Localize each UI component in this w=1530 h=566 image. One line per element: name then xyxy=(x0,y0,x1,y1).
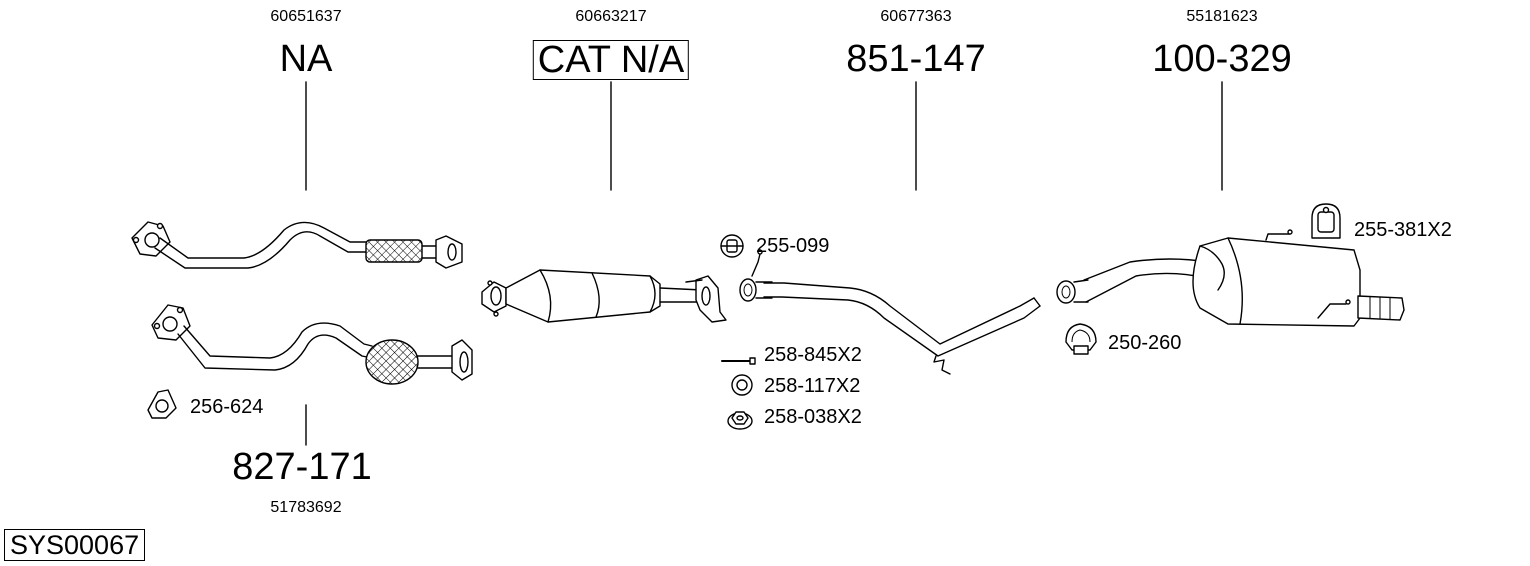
part-number-alt-front-pipe: 827-171 xyxy=(232,446,372,488)
oe-number-middle-pipe: 60677363 xyxy=(880,8,952,25)
oe-number-alt-front-pipe: 51783692 xyxy=(270,499,342,516)
clamp-icon xyxy=(1065,323,1097,355)
catalyst-drawing xyxy=(481,269,727,323)
part-number-front-pipe: NA xyxy=(279,38,333,80)
oe-number-catalyst: 60663217 xyxy=(575,8,647,25)
gasket-icon-256-624 xyxy=(147,389,177,419)
hanger-icon-255-381 xyxy=(1311,203,1341,239)
accessory-label-gasket-triangular: 256-624 xyxy=(190,396,264,418)
leader-lines xyxy=(305,81,1223,446)
oe-number-rear-silencer: 55181623 xyxy=(1186,8,1258,25)
accessory-label-clamp: 250-260 xyxy=(1108,332,1182,354)
ring-gasket-icon xyxy=(731,374,753,396)
part-number-middle-pipe: 851-147 xyxy=(846,38,986,80)
rear-silencer-drawing xyxy=(1056,229,1405,327)
part-number-catalyst: CAT N/A xyxy=(532,40,690,80)
hanger-icon-255-099 xyxy=(720,234,744,258)
accessory-label-double-hanger: 255-381X2 xyxy=(1354,219,1452,241)
accessory-label-nut: 258-038X2 xyxy=(764,406,862,428)
accessory-label-bolt: 258-845X2 xyxy=(764,344,862,366)
nut-icon xyxy=(727,411,753,430)
part-number-rear-silencer: 100-329 xyxy=(1152,38,1292,80)
system-code: SYS00067 xyxy=(4,529,146,561)
accessory-label-ring-gasket: 258-117X2 xyxy=(764,375,861,397)
middle-pipe-drawing xyxy=(739,249,1041,375)
bolt-icon xyxy=(721,357,756,365)
oe-number-front-pipe: 60651637 xyxy=(270,8,342,25)
front-pipe-drawing xyxy=(131,221,463,269)
accessory-label-rubber-hanger: 255-099 xyxy=(756,235,830,257)
alt-front-pipe-drawing xyxy=(151,304,473,385)
